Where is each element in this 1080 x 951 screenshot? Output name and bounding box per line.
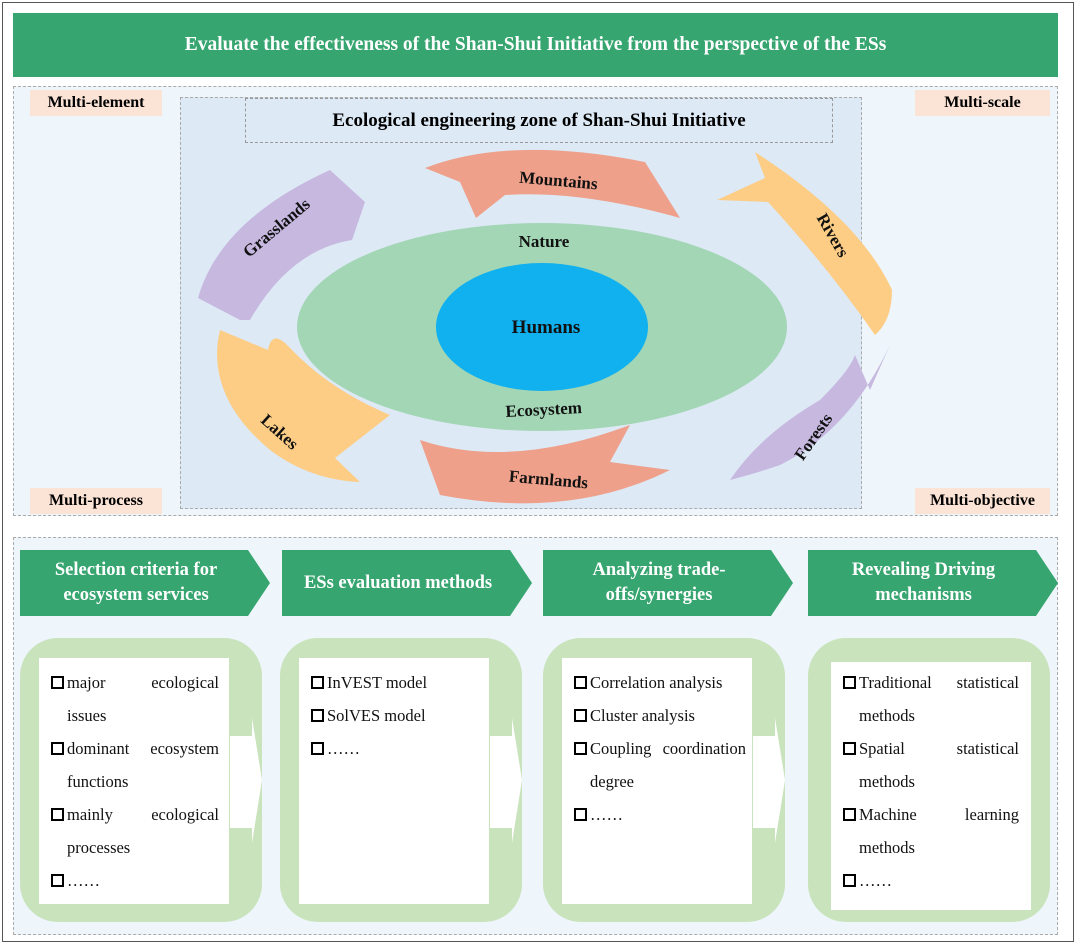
list-item: Spatial statistical methods <box>843 732 1019 798</box>
list-item: major ecological issues <box>51 666 219 732</box>
checkbox-icon <box>574 676 587 689</box>
list-item: Machine learning methods <box>843 798 1019 864</box>
zone-title: Ecological engineering zone of Shan-Shui… <box>245 98 833 143</box>
card-driving: Traditional statistical methods Spatial … <box>808 638 1050 922</box>
step-arrow-shape <box>20 550 270 616</box>
checkbox-icon <box>574 742 587 755</box>
checkbox-icon <box>51 742 64 755</box>
humans-ellipse <box>436 263 648 391</box>
checkbox-icon <box>843 676 856 689</box>
list-item: Correlation analysis <box>574 666 746 699</box>
arrow-forests <box>730 345 890 480</box>
step-header-selection: Selection criteria for ecosystem service… <box>20 550 270 616</box>
checkbox-icon <box>311 676 324 689</box>
list-item: …… <box>843 864 1019 897</box>
checkbox-icon <box>574 709 587 722</box>
checkbox-icon <box>51 874 64 887</box>
step-label: ESs evaluation methods <box>303 572 493 593</box>
methods-list: InVEST model SolVES model …… <box>311 666 479 765</box>
list-item: Traditional statistical methods <box>843 666 1019 732</box>
checkbox-icon <box>51 676 64 689</box>
step-arrow-shape <box>808 550 1058 616</box>
arrow-lakes <box>217 330 390 482</box>
step-label: Revealing Driving mechanisms <box>851 560 996 605</box>
card-body: InVEST model SolVES model …… <box>299 658 489 904</box>
label-nature: Nature <box>519 232 570 251</box>
arrow-grasslands <box>198 170 365 320</box>
checkbox-icon <box>51 808 64 821</box>
checkbox-icon <box>311 742 324 755</box>
step-header-evaluation: ESs evaluation methods <box>282 550 532 616</box>
list-item: dominant ecosystem functions <box>51 732 219 798</box>
tag-multi-scale: Multi-scale <box>915 90 1050 116</box>
criteria-list: major ecological issues dominant ecosyst… <box>51 666 219 897</box>
checkbox-icon <box>843 874 856 887</box>
checkbox-icon <box>843 742 856 755</box>
card-tradeoffs: Correlation analysis Cluster analysis Co… <box>543 638 785 922</box>
arrow-mountains <box>425 149 680 218</box>
tag-multi-element: Multi-element <box>30 90 162 116</box>
step-arrow-shape <box>543 550 793 616</box>
analysis-list: Correlation analysis Cluster analysis Co… <box>574 666 746 831</box>
cycle-diagram: Nature Humans Ecosystem Mountains Rivers… <box>198 149 892 504</box>
banner-title: Evaluate the effectiveness of the Shan-S… <box>13 13 1058 77</box>
card-evaluation: InVEST model SolVES model …… <box>280 638 522 922</box>
checkbox-icon <box>574 808 587 821</box>
list-item: SolVES model <box>311 699 479 732</box>
step-header-driving: Revealing Driving mechanisms <box>808 550 1058 616</box>
checkbox-icon <box>311 709 324 722</box>
step-label: Selection criteria for ecosystem service… <box>54 560 218 605</box>
arrow-rivers <box>717 152 892 335</box>
step-label: Analyzing trade-offs/synergies <box>592 560 726 605</box>
arrow-farmlands <box>420 425 670 504</box>
card-body: Traditional statistical methods Spatial … <box>831 662 1031 910</box>
list-item: Coupling coordination degree <box>574 732 746 798</box>
step-header-tradeoffs: Analyzing trade-offs/synergies <box>543 550 793 616</box>
checkbox-icon <box>843 808 856 821</box>
list-item: …… <box>51 864 219 897</box>
driving-list: Traditional statistical methods Spatial … <box>843 666 1019 897</box>
list-item: Cluster analysis <box>574 699 746 732</box>
card-body: major ecological issues dominant ecosyst… <box>39 658 229 904</box>
label-humans: Humans <box>512 317 581 338</box>
tag-multi-process: Multi-process <box>30 488 162 514</box>
card-body: Correlation analysis Cluster analysis Co… <box>562 658 752 904</box>
label-ecosystem: Ecosystem <box>505 398 582 421</box>
step-arrow-shape <box>282 550 532 616</box>
card-selection: major ecological issues dominant ecosyst… <box>20 638 262 922</box>
tag-multi-objective: Multi-objective <box>915 488 1050 514</box>
list-item: mainly ecological processes <box>51 798 219 864</box>
list-item: InVEST model <box>311 666 479 699</box>
list-item: …… <box>311 732 479 765</box>
list-item: …… <box>574 798 746 831</box>
